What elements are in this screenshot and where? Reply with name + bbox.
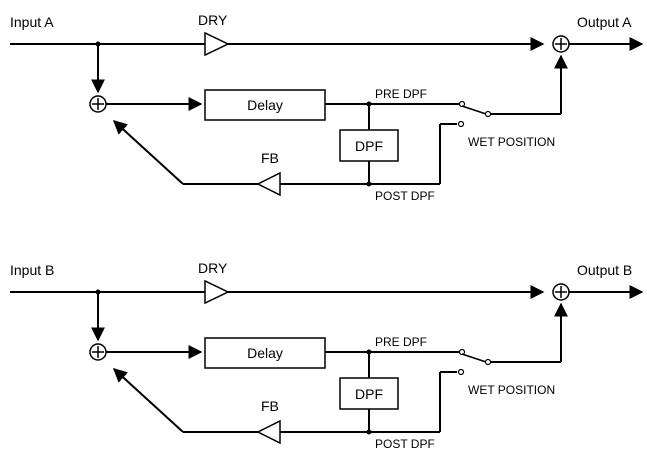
channel-a: Input A Output A DRY Delay PRE DPF DPF	[10, 12, 644, 203]
delay-block-b	[204, 337, 326, 369]
dpf-a-label: DPF	[355, 138, 383, 154]
fb-a-label: FB	[261, 150, 279, 166]
post-dpf-a-label: POST DPF	[375, 189, 435, 203]
input-a-label: Input A	[10, 14, 54, 30]
wet-position-b-label: WET POSITION	[468, 383, 555, 397]
fb-amp-b	[256, 419, 281, 445]
output-a-label: Output A	[577, 14, 632, 30]
switch-lever-b	[461, 353, 487, 363]
fb-b-label: FB	[261, 398, 279, 414]
dry-a-label: DRY	[198, 12, 228, 28]
pre-dpf-b-label: PRE DPF	[375, 335, 427, 349]
switch-pre-contact-a	[458, 100, 466, 108]
switch-lever-a	[461, 105, 487, 115]
dpf-b-label: DPF	[355, 386, 383, 402]
channel-b: Input B Output B DRY Delay PRE DPF DPF P…	[10, 260, 644, 451]
feedback-line-a	[112, 120, 184, 185]
wet-position-a-label: WET POSITION	[468, 135, 555, 149]
pre-dpf-a-label: PRE DPF	[375, 87, 427, 101]
delay-block-a	[204, 89, 326, 121]
delay-b-label: Delay	[247, 345, 283, 361]
input-b-label: Input B	[10, 262, 54, 278]
output-b-label: Output B	[577, 262, 632, 278]
dry-amp-b	[204, 279, 230, 305]
dry-amp-a	[204, 31, 230, 57]
fb-amp-a	[256, 171, 281, 197]
delay-a-label: Delay	[247, 97, 283, 113]
switch-post-contact-b	[457, 368, 465, 376]
feedback-line-b	[112, 368, 184, 433]
post-dpf-b-label: POST DPF	[375, 437, 435, 451]
switch-post-contact-a	[457, 120, 465, 128]
dpf-block-a	[339, 129, 399, 162]
switch-pre-contact-b	[458, 348, 466, 356]
dry-b-label: DRY	[198, 260, 228, 276]
